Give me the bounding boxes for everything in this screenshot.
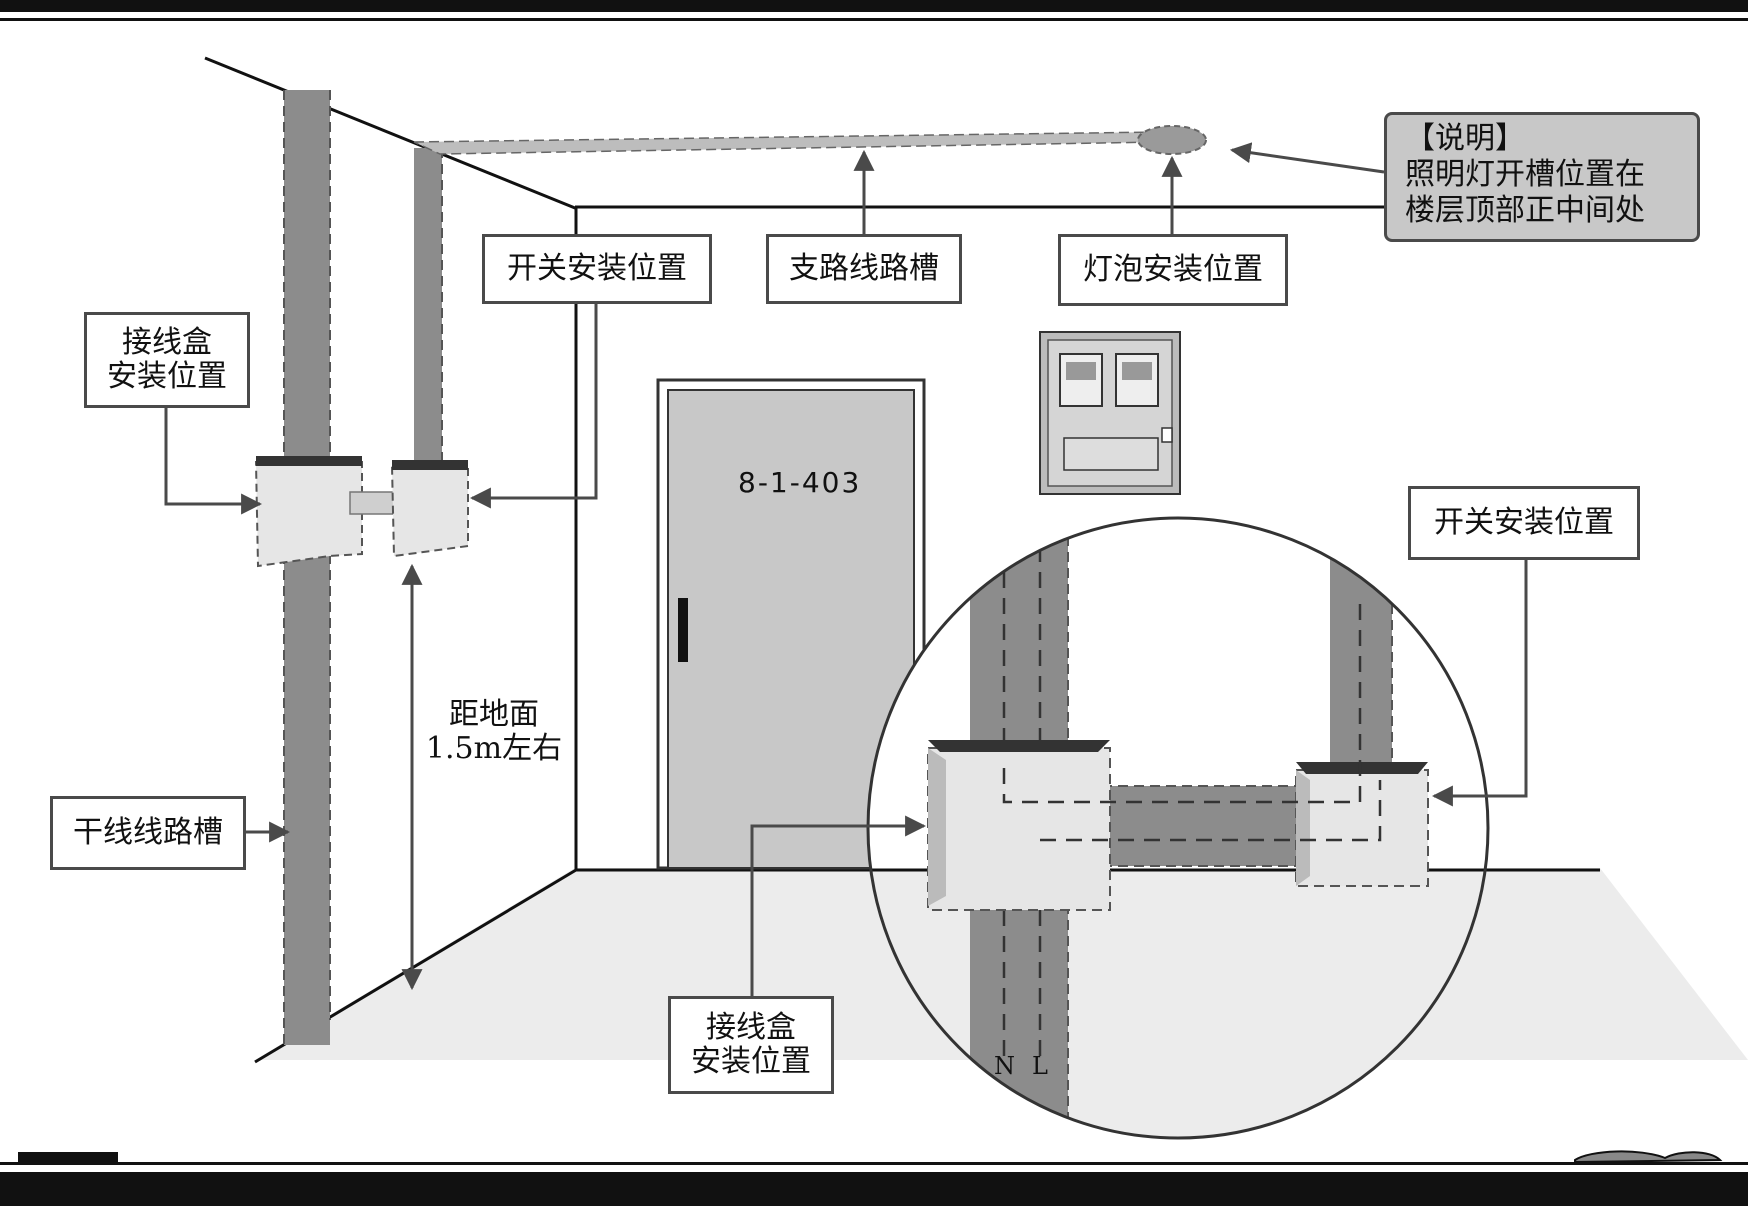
- detail-switch-box-side: [1296, 770, 1310, 886]
- detail-switch-box: [1296, 770, 1428, 886]
- note-title: 【说明】: [1405, 121, 1679, 157]
- detail-switch-box-top: [1296, 762, 1428, 774]
- lock: [1162, 428, 1172, 442]
- switch-trough: [414, 148, 442, 466]
- bottom-left-mark: [18, 1152, 118, 1162]
- junction-box-top: [256, 456, 362, 466]
- note-line-1: 照明灯开槽位置在: [1405, 157, 1679, 193]
- trunk-trough-label: 干线线路槽: [50, 796, 246, 870]
- bottom-frame-line: [0, 1162, 1748, 1165]
- neutral-wire-label: N: [994, 1052, 1015, 1080]
- branch-trough-label: 支路线路槽: [766, 234, 962, 304]
- detail-junction-box: [928, 748, 1110, 910]
- detail-connector-trough: [1102, 786, 1306, 866]
- meter-1-screen: [1066, 362, 1096, 380]
- wall-corner-top-left: [205, 58, 575, 208]
- trunk-trough: [284, 90, 330, 1045]
- junction-box: [256, 462, 362, 566]
- detail-junction-box-top: [928, 740, 1110, 752]
- detail-junction-box-side: [928, 748, 946, 906]
- switch-box: [392, 466, 468, 556]
- top-frame-bar: [0, 0, 1748, 12]
- bottom-frame-bar: [0, 1172, 1748, 1206]
- switch-install-label-top: 开关安装位置: [482, 234, 712, 304]
- branch-trough: [414, 132, 1160, 154]
- note-line-2: 楼层顶部正中间处: [1405, 193, 1679, 229]
- meter-2-screen: [1122, 362, 1152, 380]
- switch-install-label-right: 开关安装位置: [1408, 486, 1640, 560]
- door-number: 8-1-403: [738, 466, 861, 499]
- bottom-right-doodle: [1575, 1151, 1720, 1162]
- bottom-right-mark: [1550, 1190, 1680, 1206]
- detail-floor: [868, 870, 1500, 1140]
- leader-junction-left: [166, 408, 260, 504]
- height-note-line-1: 距地面: [424, 698, 564, 732]
- breaker-panel: [1064, 438, 1158, 470]
- top-frame-line: [0, 18, 1748, 21]
- explanation-note: 【说明】 照明灯开槽位置在 楼层顶部正中间处: [1384, 112, 1700, 242]
- live-wire-label: L: [1032, 1052, 1048, 1080]
- ceiling-light: [1138, 126, 1206, 154]
- door-handle: [678, 598, 688, 662]
- height-note-line-2: 1.5m左右: [424, 732, 564, 766]
- leader-note: [1232, 150, 1384, 172]
- connector-trough: [350, 492, 394, 514]
- junction-box-label-bottom: 接线盒 安装位置: [668, 996, 834, 1094]
- switch-box-top: [392, 460, 468, 470]
- bulb-install-label: 灯泡安装位置: [1058, 234, 1288, 306]
- junction-box-label-left: 接线盒 安装位置: [84, 312, 250, 408]
- height-note: 距地面 1.5m左右: [424, 698, 564, 766]
